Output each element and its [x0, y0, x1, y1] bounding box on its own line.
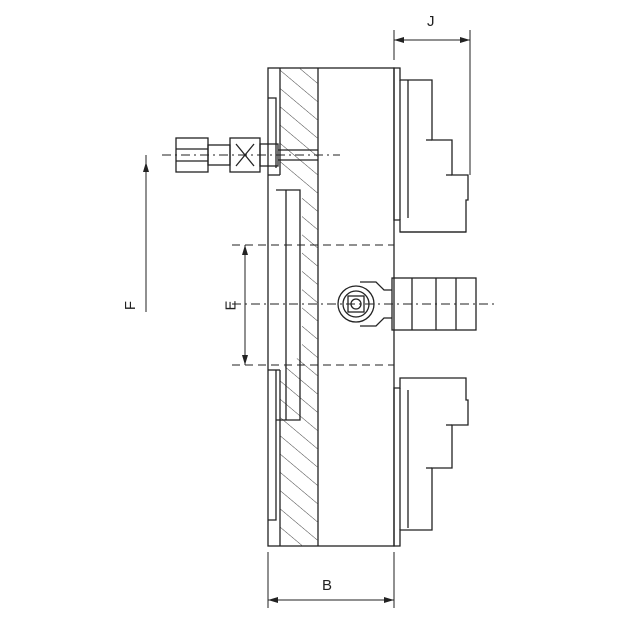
dimension-lines	[145, 30, 471, 608]
dimension-label-j: J	[427, 13, 435, 30]
rear-recess	[268, 97, 301, 521]
centre-lines	[162, 154, 494, 305]
lower-jaw	[393, 377, 469, 547]
upper-jaw	[393, 67, 469, 233]
dimension-label-f: F	[122, 300, 140, 311]
section-hatch	[279, 68, 318, 546]
dimension-arrows	[143, 37, 470, 603]
dimension-label-e: E	[222, 300, 240, 311]
dimension-label-b: B	[322, 577, 333, 594]
bore-lines	[232, 244, 394, 366]
